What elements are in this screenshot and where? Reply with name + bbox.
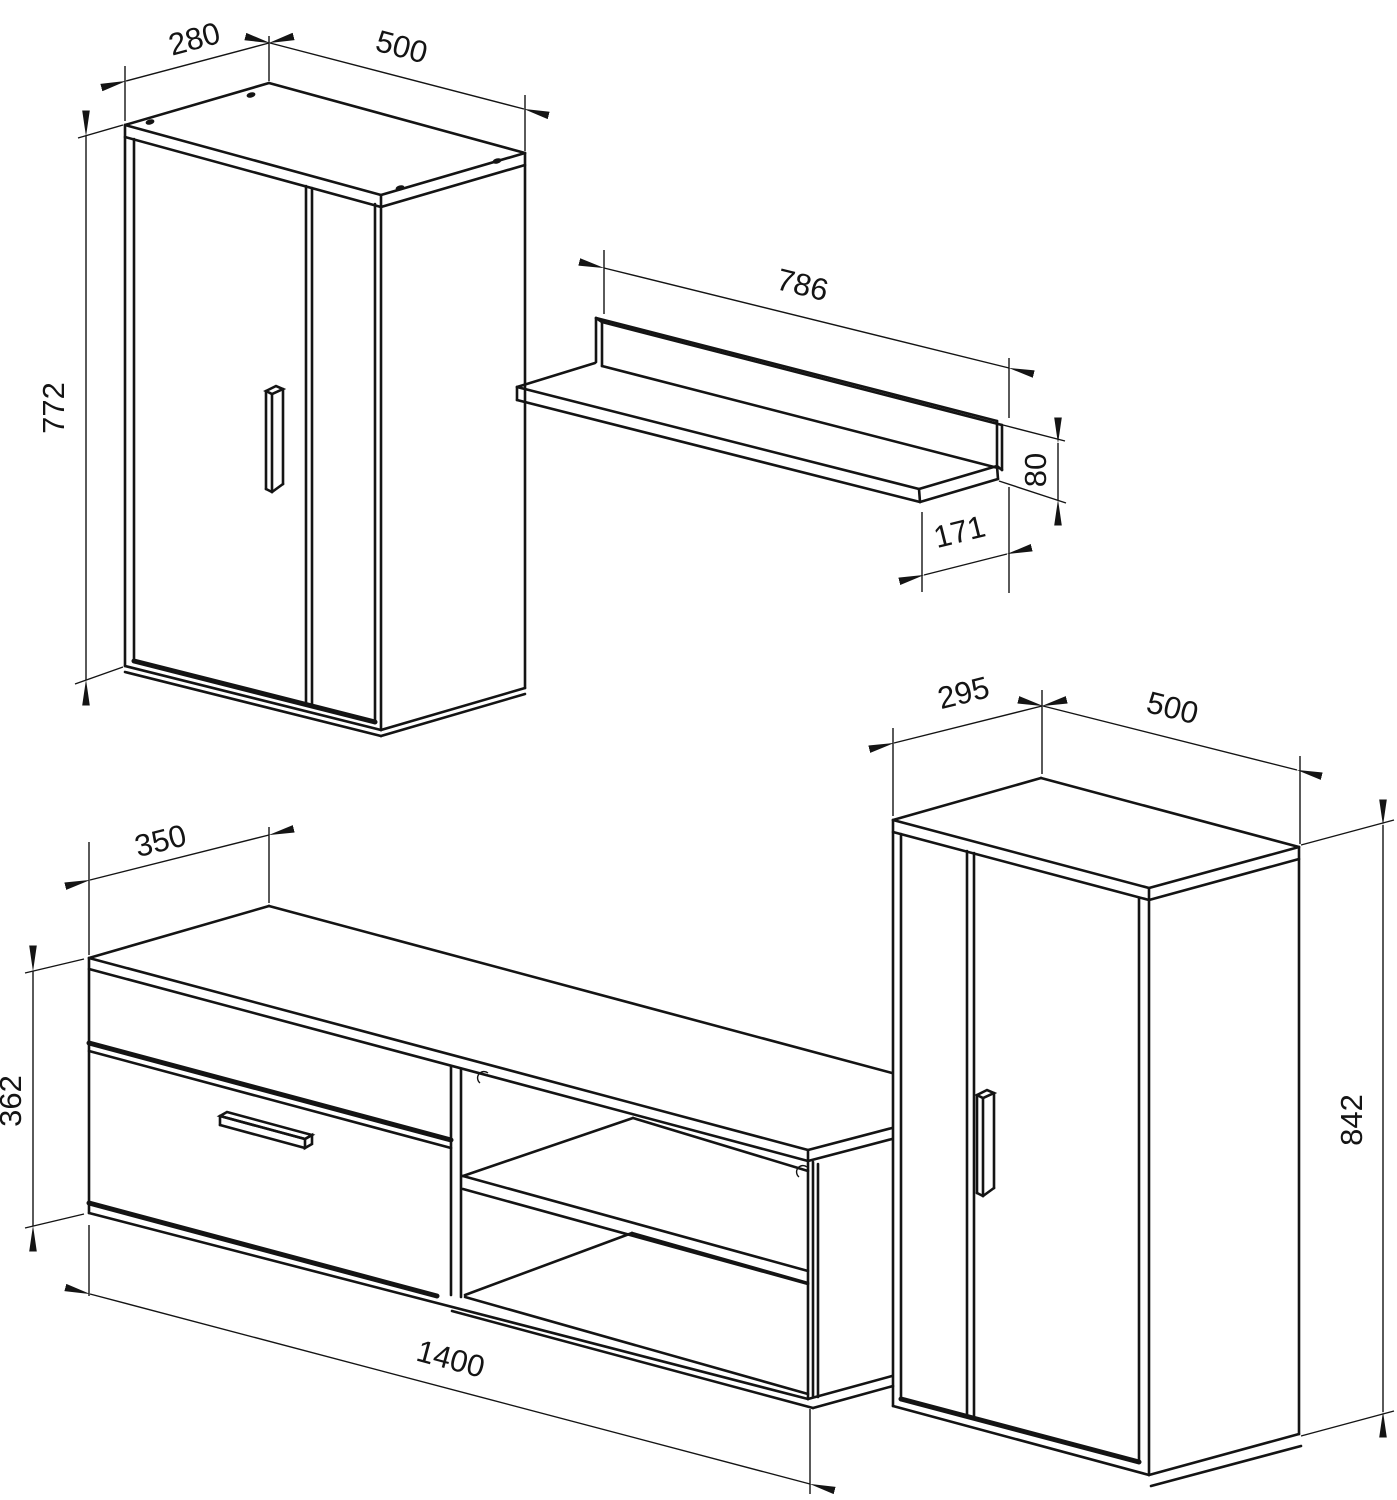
cabinet-bottom-right — [891, 776, 1303, 1488]
tv-stand-drawer-handle — [216, 1110, 316, 1151]
tv-stand-dimensions: 350 362 1400 — [0, 818, 836, 1495]
cabinet-top-left — [123, 81, 527, 738]
dim-tvstand-height: 362 — [0, 1075, 28, 1127]
dim-cabinet1-depth: 280 — [165, 15, 224, 62]
cabinet-bottom-right-handle — [974, 1088, 998, 1198]
dim-cabinet2-height: 842 — [1334, 1094, 1369, 1146]
dim-shelf-height: 80 — [1018, 453, 1053, 487]
dim-tvstand-width: 1400 — [413, 1333, 489, 1385]
dim-cabinet2-depth: 295 — [934, 670, 993, 716]
cabinet-top-left-handle — [263, 384, 287, 494]
wall-shelf — [515, 316, 1004, 504]
dim-shelf-length: 786 — [773, 262, 832, 308]
cabinet-top-left-dimensions: 280 500 772 — [36, 15, 550, 706]
dim-cabinet2-width: 500 — [1143, 685, 1202, 731]
tv-stand — [86, 904, 895, 1410]
dim-cabinet1-height: 772 — [36, 382, 71, 434]
dim-cabinet1-width: 500 — [372, 23, 431, 70]
dim-shelf-depth: 171 — [930, 509, 989, 555]
shelf-pin-mark-right — [795, 1164, 808, 1178]
shelf-pin-mark-left — [476, 1070, 489, 1084]
